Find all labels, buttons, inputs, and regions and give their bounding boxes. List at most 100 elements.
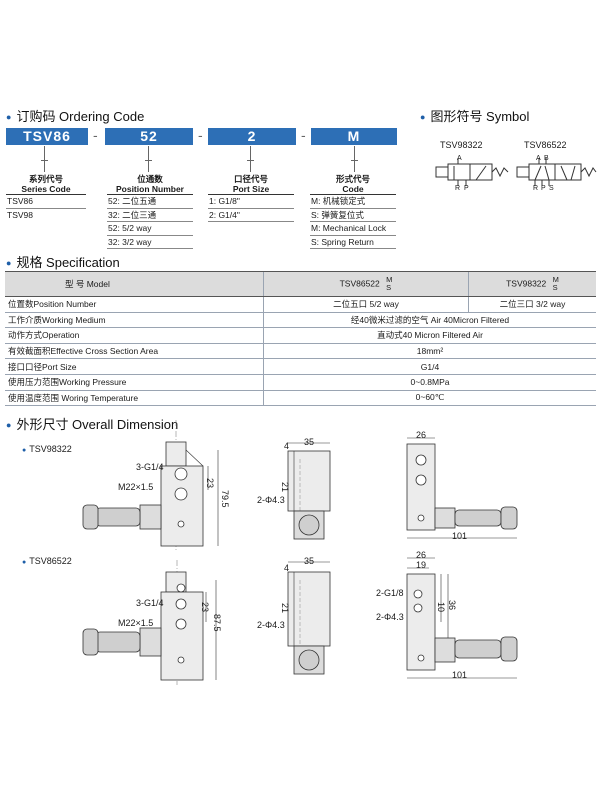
connector-stem	[250, 146, 251, 172]
dim-b-d3: 36	[447, 600, 457, 611]
pneumatic-symbol-5-2	[516, 158, 597, 186]
list-item: TSV86	[6, 194, 86, 209]
dim-b-m: M22×1.5	[118, 618, 154, 628]
dim-b-g2: 2-G1/8	[376, 588, 404, 598]
connector-cap	[351, 160, 358, 161]
symbol-r-port-label: R	[455, 185, 461, 192]
dimension-drawing-b-top	[406, 557, 518, 679]
dim-b-hole: 2-Φ4.3	[257, 620, 285, 630]
symbol-a-port-label: A	[457, 155, 462, 162]
port-list: 1: G1/8" 2: G1/4"	[208, 194, 294, 222]
section-bullet-icon: ●	[6, 112, 12, 122]
dim-a-h1: 23	[205, 478, 215, 489]
code-separator: -	[198, 127, 203, 143]
section-bullet-icon: ●	[6, 420, 12, 430]
spec-row-label: 位置数Position Number	[5, 296, 264, 313]
spec-row-value: 经40微米过滤的空气 Air 40Micron Filtered	[263, 312, 596, 329]
col-head-en: Code	[342, 184, 364, 194]
dim-a-hole: 2-Φ4.3	[257, 495, 285, 505]
connector-cap	[247, 160, 254, 161]
symbol-r-port-label: R	[533, 185, 539, 192]
code-box-position: 52	[105, 128, 193, 145]
ordering-code-title-text: 订购码 Ordering Code	[16, 109, 145, 124]
model-b-caption: ●TSV86522	[22, 556, 72, 566]
spec-row: 位置数Position Number 二位五口 5/2 way 二位三口 3/2…	[5, 296, 596, 313]
series-list: TSV86 TSV98	[6, 194, 86, 221]
col-head-cn: 位通数	[137, 174, 163, 184]
section-bullet-icon: ●	[6, 258, 12, 268]
col-head-port: 口径代号 Port Size	[208, 174, 294, 194]
symbol-p-port-label: P	[464, 185, 469, 192]
section-bullet-icon: ●	[420, 112, 426, 122]
symbol-model-b: TSV86522	[524, 140, 567, 150]
list-item: 32: 3/2 way	[107, 236, 193, 249]
symbol-s-port-label: S	[549, 185, 554, 192]
list-item: TSV98	[7, 209, 33, 220]
form-list: M: 机械锁定式 S: 弹簧复位式 M: Mechanical Lock S: …	[310, 194, 396, 249]
dim-b-d2: 10	[436, 602, 446, 613]
dim-b-w4: 19	[416, 560, 427, 570]
dimension-drawing-a-side	[82, 420, 219, 550]
list-item: 2: G1/4"	[208, 209, 294, 222]
dimension-drawing-a-front	[287, 442, 331, 540]
list-item: 32: 二位三通	[107, 209, 193, 222]
col-head-cn: 系列代号	[28, 174, 63, 184]
list-item: 52: 二位五通	[107, 194, 193, 209]
code-box-port: 2	[208, 128, 296, 145]
dim-b-h2: 87.5	[212, 614, 222, 632]
spec-row: 有效截面积Effective Cross Section Area 18mm²	[5, 343, 596, 360]
dim-a-w2: 35	[304, 437, 315, 447]
col-head-cn: 口径代号	[233, 174, 268, 184]
model-b-caption-text: TSV86522	[29, 556, 72, 566]
position-list: 52: 二位五通 32: 二位三通 52: 5/2 way 32: 3/2 wa…	[107, 194, 193, 249]
spec-row-value: 直动式40 Micron Filtered Air	[263, 327, 596, 344]
connector-cap	[41, 160, 48, 161]
symbol-title: ●图形符号 Symbol	[420, 106, 529, 125]
list-item: 1: G1/8"	[208, 194, 294, 209]
code-separator: -	[301, 127, 306, 143]
spec-row-value: 二位五口 5/2 way	[263, 296, 469, 313]
dim-b-w3: 26	[416, 550, 427, 560]
dim-b-h1: 23	[200, 602, 210, 613]
ordering-code-title: ● 订购码 Ordering Code	[6, 106, 144, 125]
spec-row-value: G1/4	[263, 358, 596, 375]
dim-a-g: 3-G1/4	[136, 462, 164, 472]
spec-row: 使用温度范围 Woring Temperature 0~60℃	[5, 390, 596, 407]
list-item: 52: 5/2 way	[107, 222, 193, 236]
model-a-caption-text: TSV98322	[29, 444, 72, 454]
dim-a-d1: 21	[280, 482, 290, 493]
model-2-name: TSV98322	[506, 278, 547, 289]
code-box-form: M	[311, 128, 397, 145]
spec-header-label: 型 号 Model	[5, 271, 264, 297]
model-a-caption: ●TSV98322	[22, 444, 72, 454]
dim-a-m: M22×1.5	[118, 482, 154, 492]
dim-b-d1: 21	[280, 603, 290, 614]
s-label: S	[386, 283, 392, 292]
code-box-series: TSV86	[6, 128, 88, 145]
symbol-model-a: TSV98322	[440, 140, 483, 150]
col-head-series: 系列代号 Series Code	[6, 174, 86, 194]
symbol-b-port-label: B	[544, 155, 549, 162]
dim-a-w1: 4	[284, 441, 290, 451]
spec-row-label: 工作介质Working Medium	[5, 312, 264, 329]
list-item: M: 机械锁定式	[310, 194, 396, 209]
list-item: S: Spring Return	[310, 236, 396, 249]
m-label: M	[386, 275, 393, 284]
connector-stem	[354, 146, 355, 172]
col-head-en: Series Code	[21, 184, 71, 194]
connector-cap	[145, 160, 152, 161]
dimension-drawing-a-top	[406, 437, 518, 539]
m-label: M	[552, 275, 559, 284]
dimension-title-text: 外形尺寸 Overall Dimension	[16, 417, 179, 432]
list-item: M: Mechanical Lock	[310, 222, 396, 236]
connector-stem	[148, 146, 149, 172]
col-head-en: Position Number	[115, 184, 184, 194]
code-separator: -	[93, 127, 98, 143]
bullet-icon: ●	[22, 447, 27, 454]
spec-row-value: 0~60℃	[263, 390, 596, 407]
spec-row-label: 有效截面积Effective Cross Section Area	[5, 343, 264, 360]
spec-title: ●规格 Specification	[6, 252, 120, 271]
